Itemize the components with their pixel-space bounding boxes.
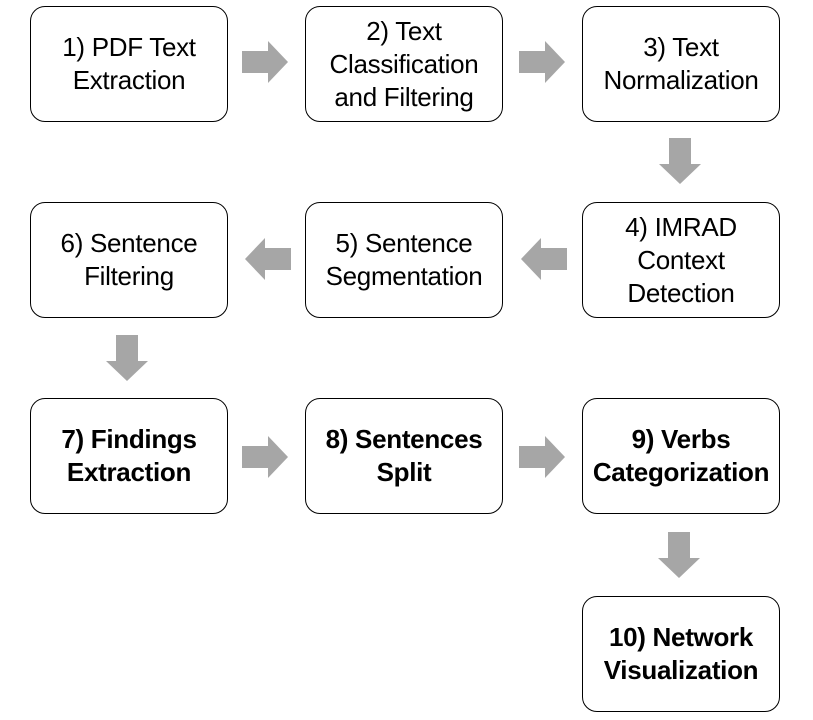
arrow-down-icon — [104, 335, 150, 381]
flow-step-6-sentence-filtering: 6) Sentence Filtering — [30, 202, 228, 318]
flow-step-5-sentence-segmentation: 5) Sentence Segmentation — [305, 202, 503, 318]
arrow-right-icon — [519, 434, 565, 480]
flow-step-3-text-normalization: 3) Text Normalization — [582, 6, 780, 122]
flow-step-9-verbs-categorization: 9) Verbs Categorization — [582, 398, 780, 514]
flow-step-7-findings-extraction: 7) Findings Extraction — [30, 398, 228, 514]
flow-step-4-imrad-context-detection: 4) IMRAD Context Detection — [582, 202, 780, 318]
arrow-down-icon — [657, 138, 703, 184]
arrow-right-icon — [519, 39, 565, 85]
arrow-down-icon — [656, 532, 702, 578]
arrow-left-icon — [245, 236, 291, 282]
arrow-left-icon — [521, 236, 567, 282]
flow-step-10-network-visualization: 10) Network Visualization — [582, 596, 780, 712]
arrow-right-icon — [242, 434, 288, 480]
flow-step-1-pdf-text-extraction: 1) PDF Text Extraction — [30, 6, 228, 122]
arrow-right-icon — [242, 39, 288, 85]
flow-step-2-text-classification: 2) Text Classification and Filtering — [305, 6, 503, 122]
flow-step-8-sentences-split: 8) Sentences Split — [305, 398, 503, 514]
